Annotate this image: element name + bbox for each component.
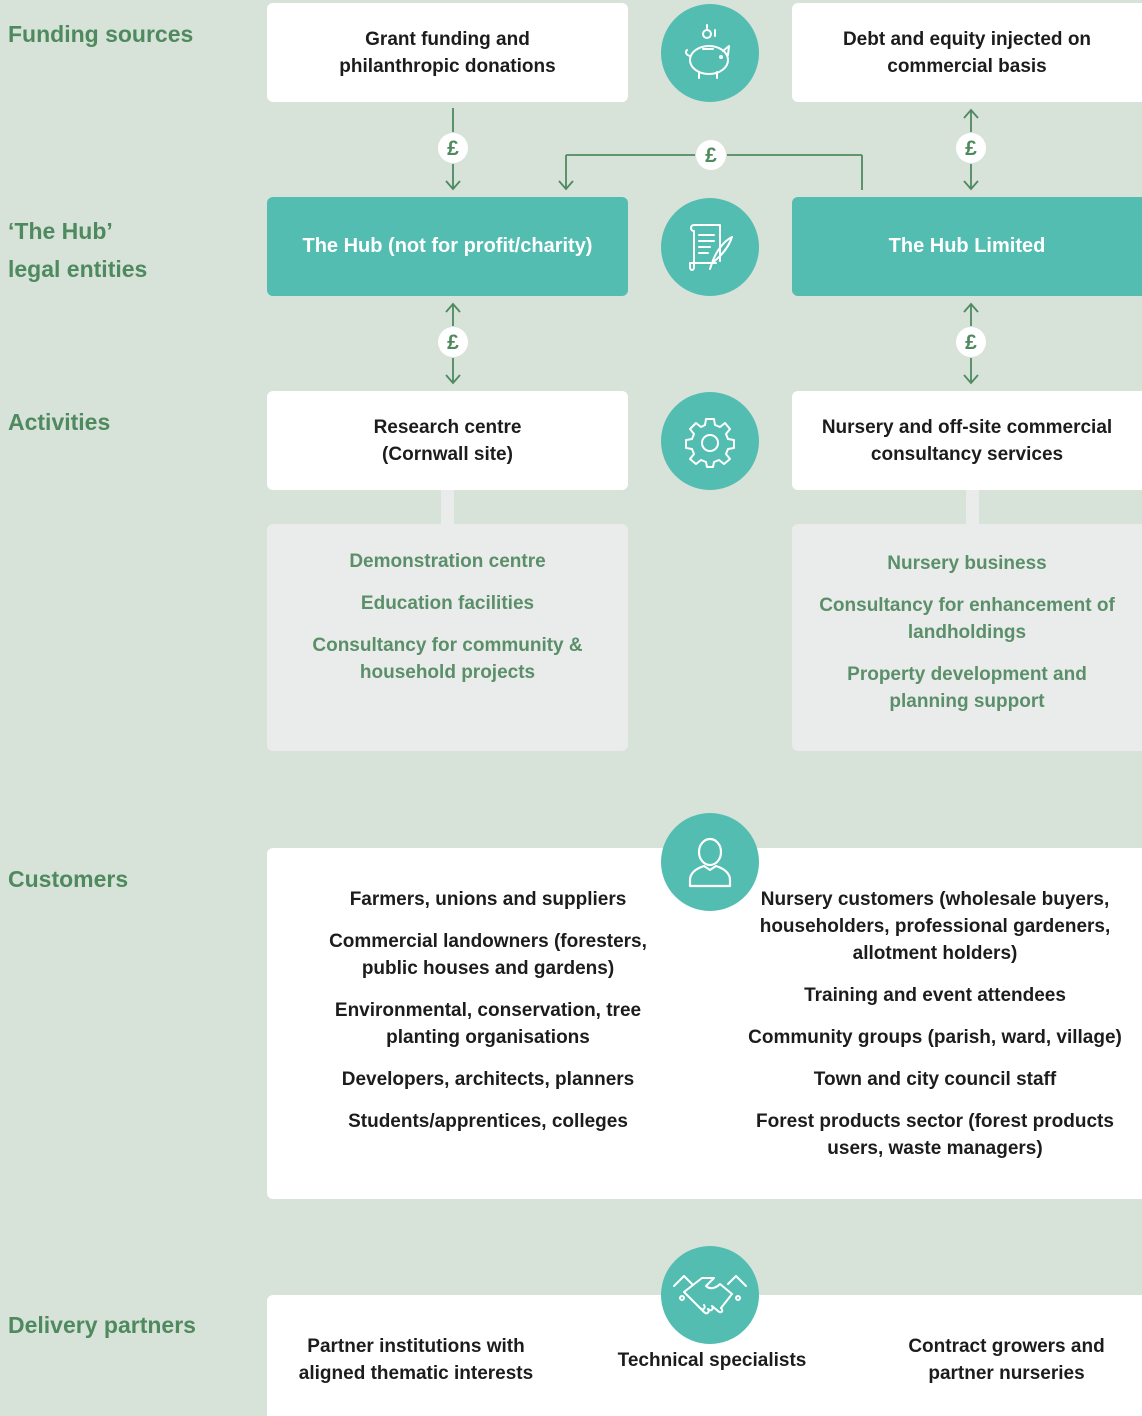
- partner-item: Technical specialists: [617, 1350, 807, 1371]
- customers-right-column: Nursery customers (wholesale buyers, hou…: [730, 886, 1140, 1177]
- research-services-box: Demonstration centre Education facilitie…: [267, 524, 628, 751]
- entity-limited-label: The Hub Limited: [888, 235, 1046, 257]
- research-service-item: Education facilities: [360, 593, 535, 614]
- activity-nursery-box: Nursery and off-site commercial consulta…: [792, 391, 1142, 490]
- funding-commercial-box: Debt and equity injected on commercial b…: [792, 3, 1142, 102]
- row-label-entities-1: ‘The Hub’: [8, 218, 113, 244]
- activity-research-line1: Research centre: [373, 416, 522, 438]
- customer-item: Training and event attendees: [804, 985, 1066, 1006]
- row-label-customers: Customers: [8, 866, 129, 892]
- row-label-activities: Activities: [8, 409, 111, 435]
- handshake-icon: [661, 1246, 759, 1344]
- piggy-bank-icon: [661, 4, 759, 102]
- customer-item: Forest products sector (forest products …: [756, 1111, 1114, 1159]
- nursery-service-item: Consultancy for enhancement of landholdi…: [819, 595, 1115, 643]
- customer-item: Students/apprentices, colleges: [348, 1111, 628, 1132]
- entity-charity-label: The Hub (not for profit/charity): [302, 235, 593, 257]
- nursery-service-item: Nursery business: [887, 553, 1047, 574]
- activity-research-line2: (Cornwall site): [382, 443, 513, 465]
- activity-research-box: Research centre (Cornwall site): [267, 391, 628, 490]
- pound-badge: £: [956, 133, 986, 163]
- funding-grant-box: Grant funding and philanthropic donation…: [267, 3, 628, 102]
- pound-badge: £: [696, 140, 726, 170]
- pound-badge: £: [956, 327, 986, 357]
- person-icon: [661, 813, 759, 911]
- customer-item: Nursery customers (wholesale buyers, hou…: [759, 889, 1111, 964]
- sub-connector-right: [966, 490, 979, 525]
- nursery-services-box: Nursery business Consultancy for enhance…: [792, 524, 1142, 751]
- partner-item: Partner institutions with aligned themat…: [298, 1336, 534, 1384]
- customer-item: Environmental, conservation, tree planti…: [334, 1000, 642, 1048]
- row-label-entities-2: legal entities: [8, 256, 148, 282]
- row-label-funding: Funding sources: [8, 21, 194, 47]
- partner-item: Contract growers and partner nurseries: [908, 1336, 1105, 1384]
- customer-item: Commercial landowners (foresters, public…: [329, 931, 647, 979]
- research-service-item: Demonstration centre: [349, 551, 546, 572]
- funding-grant-line1: Grant funding and: [365, 28, 530, 50]
- pound-badge: £: [438, 327, 468, 357]
- customer-item: Farmers, unions and suppliers: [349, 889, 627, 910]
- sub-connector-left: [441, 490, 454, 525]
- activity-nursery-line2: consultancy services: [870, 443, 1064, 465]
- document-quill-icon: [661, 198, 759, 296]
- customer-item: Developers, architects, planners: [341, 1069, 635, 1090]
- funding-commercial-line2: commercial basis: [887, 55, 1047, 77]
- activity-nursery-line1: Nursery and off-site commercial: [821, 416, 1113, 438]
- funding-grant-line2: philanthropic donations: [339, 55, 556, 77]
- gear-icon: [661, 392, 759, 490]
- entity-charity-box: The Hub (not for profit/charity): [267, 197, 628, 296]
- entity-limited-box: The Hub Limited: [792, 197, 1142, 296]
- customer-item: Community groups (parish, ward, village): [748, 1027, 1122, 1048]
- customer-item: Town and city council staff: [813, 1069, 1057, 1090]
- row-label-partners: Delivery partners: [8, 1312, 196, 1338]
- funding-commercial-line1: Debt and equity injected on: [842, 28, 1092, 50]
- nursery-service-item: Property development and planning suppor…: [847, 664, 1087, 712]
- customers-left-column: Farmers, unions and suppliers Commercial…: [303, 886, 673, 1150]
- pound-badge: £: [438, 133, 468, 163]
- research-service-item: Consultancy for community & household pr…: [312, 635, 583, 683]
